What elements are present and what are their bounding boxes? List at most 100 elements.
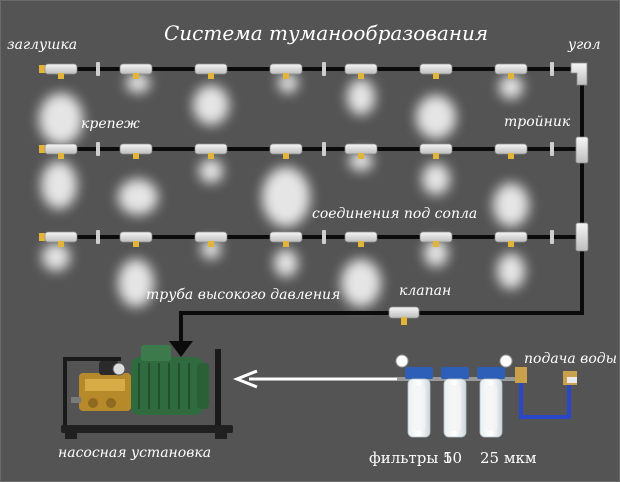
nozzle-joint: [419, 231, 453, 243]
nozzle: [208, 73, 214, 79]
nozzle-joint: [494, 143, 528, 155]
mist-cloud: [42, 243, 70, 271]
pipe-mount: [96, 62, 100, 76]
nozzle-joint: [194, 231, 228, 243]
mist-cloud: [199, 159, 223, 183]
mist-cloud: [422, 163, 450, 195]
nozzle-joint: [344, 143, 378, 155]
nozzle: [133, 241, 139, 247]
nozzle: [283, 153, 289, 159]
mist-cloud: [493, 183, 529, 227]
nozzle-joint: [494, 63, 528, 75]
nozzle: [358, 153, 364, 159]
mist-cloud: [341, 259, 381, 307]
pipe-mount: [322, 142, 326, 156]
tee-row-3: [575, 222, 589, 252]
nozzle-joint: [44, 63, 78, 75]
label-tee: тройник: [504, 114, 571, 130]
label-water-supply: подача воды: [524, 351, 618, 367]
tee-row-2: [575, 136, 589, 164]
label-hp-pipe: труба высокого давления: [146, 287, 341, 303]
filter-cartridge: [485, 385, 497, 431]
nozzle: [433, 153, 439, 159]
mist-cloud: [262, 167, 310, 227]
pipe-mount: [550, 62, 554, 76]
pipe-mount: [322, 230, 326, 244]
nozzle: [508, 241, 514, 247]
diagram-title: Система туманообразования: [164, 21, 489, 45]
label-pump: насосная установка: [58, 445, 212, 461]
label-corner: угол: [568, 37, 601, 53]
nozzle: [133, 153, 139, 159]
label-nozzle-joints: соединения под сопла: [312, 206, 478, 222]
pipe-mount: [550, 230, 554, 244]
filter-cap: [477, 367, 505, 379]
nozzle: [433, 241, 439, 247]
nozzle: [283, 241, 289, 247]
pressure-gauge: [395, 354, 513, 368]
mist-cloud: [201, 239, 221, 259]
filter-cartridge: [413, 385, 425, 431]
nozzle-joint: [419, 143, 453, 155]
nozzle: [508, 153, 514, 159]
nozzle-joint: [269, 143, 303, 155]
filter-assembly: [397, 367, 521, 438]
label-filters: фильтры 5: [369, 449, 453, 467]
fittings: [39, 62, 554, 247]
nozzle: [133, 73, 139, 79]
water-supply-line: [515, 367, 577, 419]
pipe-mount: [322, 62, 326, 76]
mist-cloud: [416, 95, 456, 139]
mist-cloud: [126, 73, 150, 93]
filter-cartridge: [449, 385, 461, 431]
nozzle-joint: [119, 63, 153, 75]
mist-clouds: [39, 73, 529, 307]
label-filter-25: 25 мкм: [480, 449, 537, 467]
mist-cloud: [274, 249, 298, 277]
nozzle-joint: [344, 231, 378, 243]
mist-cloud: [118, 179, 158, 215]
nozzle: [358, 241, 364, 247]
nozzle: [358, 73, 364, 79]
filter-cap: [441, 367, 469, 379]
nozzle-joint: [194, 63, 228, 75]
nozzle-joint: [269, 231, 303, 243]
pipe-mount: [96, 142, 100, 156]
mist-cloud: [193, 85, 229, 125]
nozzle-joint: [419, 63, 453, 75]
mist-cloud: [424, 239, 448, 267]
nozzle: [208, 241, 214, 247]
plug-fitting: [39, 233, 47, 241]
nozzle: [58, 73, 64, 79]
mist-cloud: [118, 259, 154, 307]
mist-cloud: [499, 75, 523, 99]
pump-unit: [61, 345, 233, 439]
mist-cloud: [41, 161, 77, 209]
nozzle-joint: [119, 231, 153, 243]
label-filter-10: 10: [443, 449, 463, 467]
pipe-mount: [96, 230, 100, 244]
flow-arrow-down: [169, 341, 193, 357]
flow-arrow-to-pump: [232, 369, 397, 389]
nozzle-joint: [494, 231, 528, 243]
nozzle-joint: [269, 63, 303, 75]
riser-pipe: [179, 71, 584, 351]
label-valve: клапан: [399, 283, 452, 299]
nozzle: [58, 241, 64, 247]
mist-cloud: [347, 79, 375, 115]
nozzle: [58, 153, 64, 159]
mist-cloud: [39, 93, 83, 145]
nozzle-joint: [344, 63, 378, 75]
nozzle-joint: [44, 143, 78, 155]
plug-fitting: [39, 145, 47, 153]
mist-cloud: [349, 151, 373, 171]
filter-cap: [405, 367, 433, 379]
nozzle-joint: [194, 143, 228, 155]
label-plug: заглушка: [7, 37, 78, 53]
mist-cloud: [497, 253, 525, 289]
nozzle: [283, 73, 289, 79]
corner-fitting: [570, 62, 588, 86]
nozzle-joint: [119, 143, 153, 155]
